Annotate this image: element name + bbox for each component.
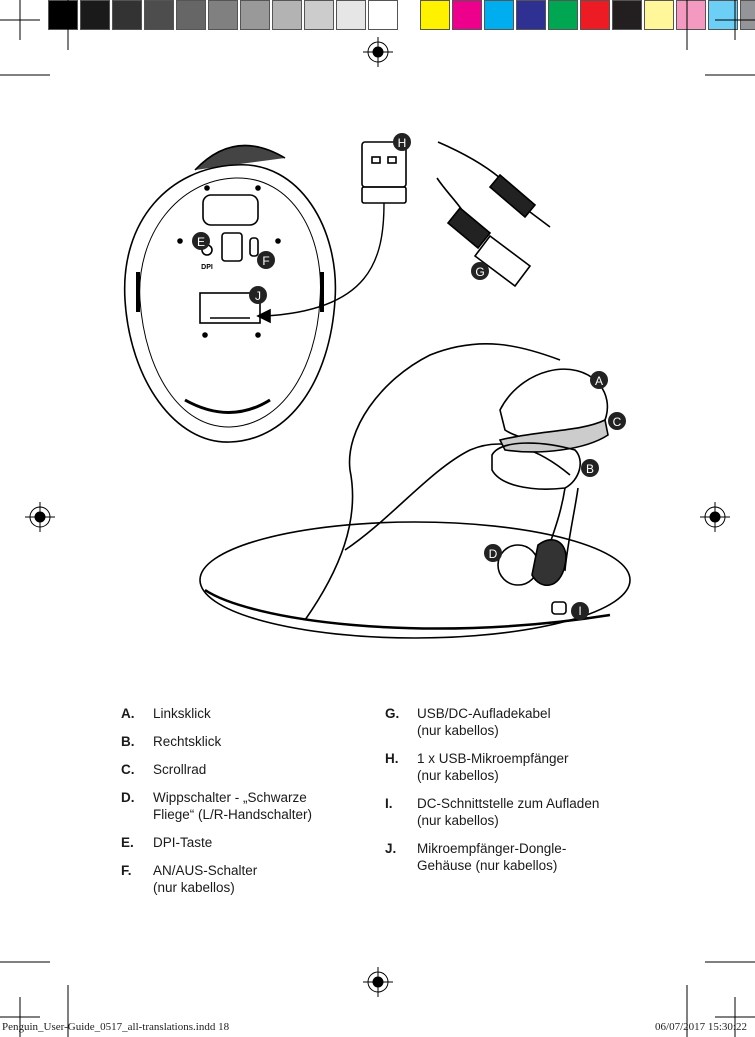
callout-b: B: [581, 459, 599, 477]
color-swatch: [304, 0, 334, 30]
callout-j: J: [249, 286, 267, 304]
footer-slug-timestamp: 06/07/2017 15:30:22: [655, 1021, 747, 1033]
legend-item-j: J.Mikroempfänger-Dongle-Gehäuse (nur kab…: [385, 841, 567, 873]
color-swatch: [144, 0, 174, 30]
color-swatch: [208, 0, 238, 30]
legend-item-e: E.DPI-Taste: [121, 835, 213, 850]
legend-item-h: H.1 x USB-Mikroempfänger(nur kabellos): [385, 751, 569, 783]
legend-right-column: G.USB/DC-Aufladekabel(nur kabellos) H.1 …: [385, 705, 599, 885]
svg-text:H: H: [398, 136, 407, 150]
callout-g: G: [471, 262, 489, 280]
footer-slug-filename: Penguin_User-Guide_0517_all-translations…: [2, 1021, 230, 1033]
legend-item-f: F.AN/AUS-Schalter(nur kabellos): [121, 863, 258, 895]
callout-f: F: [257, 251, 275, 269]
callout-c: C: [608, 412, 626, 430]
color-swatch: [740, 0, 755, 30]
svg-text:E: E: [197, 235, 205, 249]
legend-left-column: A.Linksklick B.Rechtsklick C.Scrollrad D…: [121, 705, 312, 907]
svg-text:A: A: [595, 374, 603, 388]
registration-mark-top: [363, 37, 393, 67]
color-swatch: [612, 0, 642, 30]
callout-e: E: [192, 232, 210, 250]
callout-i: I: [571, 602, 589, 620]
color-swatch: [708, 0, 738, 30]
color-swatch: [336, 0, 366, 30]
color-swatch: [48, 0, 78, 30]
color-swatch: [516, 0, 546, 30]
legend-item-g: G.USB/DC-Aufladekabel(nur kabellos): [385, 706, 551, 738]
color-swatch: [240, 0, 270, 30]
color-swatch: [80, 0, 110, 30]
color-swatch: [112, 0, 142, 30]
color-swatch: [420, 0, 450, 30]
color-swatch: [272, 0, 302, 30]
legend-item-c: C.Scrollrad: [121, 762, 207, 777]
callout-h: H: [393, 133, 411, 151]
dpi-label: DPI: [201, 264, 213, 271]
registration-mark-bottom: [363, 967, 393, 997]
legend-item-i: I.DC-Schnittstelle zum Aufladen(nur kabe…: [385, 796, 600, 828]
usb-receiver: [256, 141, 407, 324]
color-swatch: [368, 0, 398, 30]
color-swatch: [548, 0, 578, 30]
svg-text:B: B: [586, 462, 594, 476]
callout-labels: H E F J G A C B D I: [192, 133, 626, 620]
svg-text:D: D: [489, 547, 498, 561]
mouse-bottom-view: [123, 144, 337, 443]
svg-text:F: F: [262, 254, 269, 268]
svg-text:C: C: [613, 415, 622, 429]
charging-cable: [436, 141, 551, 288]
legend-item-a: A.Linksklick: [121, 706, 211, 721]
color-swatch: [176, 0, 206, 30]
color-calibration-bar: [48, 0, 755, 30]
registration-mark-left: [25, 502, 55, 532]
svg-text:J: J: [255, 289, 261, 303]
color-swatch: [644, 0, 674, 30]
svg-text:I: I: [578, 604, 581, 618]
vertical-mouse: [199, 343, 631, 639]
registration-mark-right: [700, 502, 730, 532]
color-swatch: [484, 0, 514, 30]
callout-a: A: [590, 371, 608, 389]
svg-text:G: G: [475, 265, 484, 279]
color-swatch: [580, 0, 610, 30]
callout-d: D: [484, 544, 502, 562]
color-swatch: [676, 0, 706, 30]
legend-item-b: B.Rechtsklick: [121, 734, 222, 749]
color-swatch: [452, 0, 482, 30]
